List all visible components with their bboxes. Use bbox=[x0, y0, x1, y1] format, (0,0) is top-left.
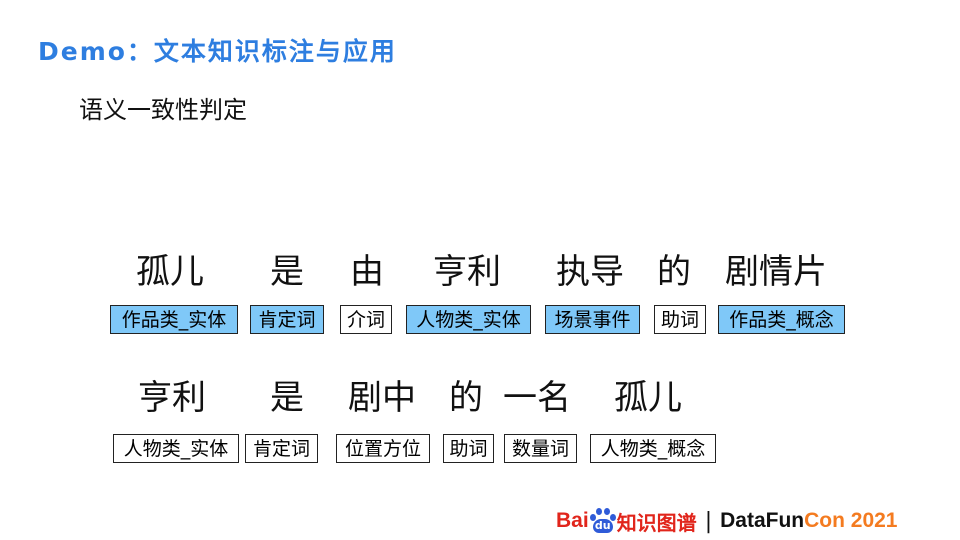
datafun-logo-text: DataFun bbox=[720, 509, 805, 532]
tag-label: 人物类_概念 bbox=[590, 434, 716, 463]
footer-logos: Bai du 知识图谱 | DataFun Con 2021 bbox=[556, 506, 897, 536]
word: 是 bbox=[270, 252, 304, 292]
word: 亨利 bbox=[433, 252, 501, 292]
tag-label: 场景事件 bbox=[545, 305, 640, 334]
word: 孤儿 bbox=[614, 378, 682, 418]
tag-label: 助词 bbox=[443, 434, 494, 463]
word: 的 bbox=[449, 378, 483, 418]
baidu-paw-icon: du bbox=[589, 508, 616, 534]
word: 剧中 bbox=[348, 378, 416, 418]
word: 由 bbox=[350, 252, 384, 292]
word: 是 bbox=[270, 378, 304, 418]
tag-label: 助词 bbox=[654, 305, 706, 334]
tag-label: 肯定词 bbox=[245, 434, 318, 463]
tag-label: 位置方位 bbox=[336, 434, 430, 463]
word: 一名 bbox=[503, 378, 571, 418]
slide-subtitle: 语义一致性判定 bbox=[79, 96, 247, 124]
con-2021-logo-text: Con 2021 bbox=[804, 509, 898, 532]
knowledge-graph-text: 知识图谱 bbox=[616, 510, 697, 535]
baidu-logo-text: Bai bbox=[556, 509, 589, 532]
tag-label: 肯定词 bbox=[250, 305, 324, 334]
tag-label: 数量词 bbox=[504, 434, 577, 463]
tag-label: 作品类_实体 bbox=[110, 305, 238, 334]
slide-title: Demo：文本知识标注与应用 bbox=[38, 37, 397, 66]
word: 剧情片 bbox=[725, 252, 827, 292]
word: 执导 bbox=[556, 252, 624, 292]
tag-label: 介词 bbox=[340, 305, 392, 334]
word: 的 bbox=[657, 252, 691, 292]
tag-label: 人物类_实体 bbox=[113, 434, 239, 463]
tag-label: 作品类_概念 bbox=[718, 305, 845, 334]
tag-label: 人物类_实体 bbox=[406, 305, 531, 334]
word: 孤儿 bbox=[136, 252, 204, 292]
logo-separator: | bbox=[704, 508, 713, 534]
word: 亨利 bbox=[138, 378, 206, 418]
